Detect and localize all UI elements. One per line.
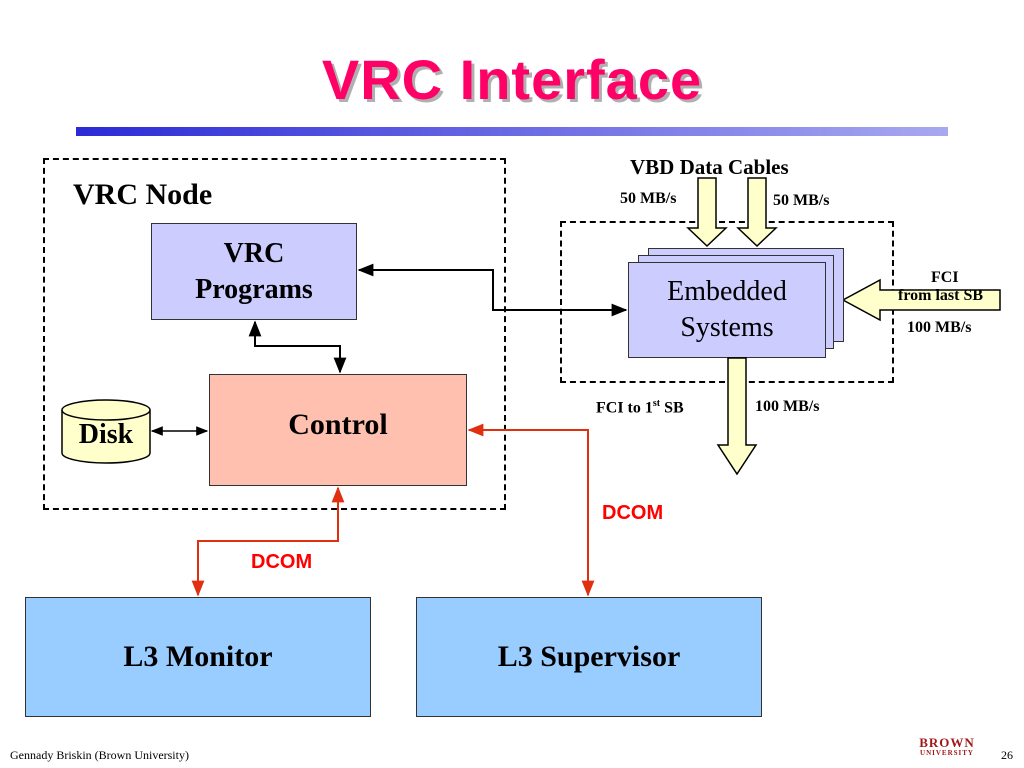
fci-out-label: FCI to 1st SB	[596, 398, 684, 417]
slide-title: VRC Interface	[321, 48, 703, 111]
l3-supervisor-label: L3 Supervisor	[497, 640, 681, 673]
control-label: Control	[288, 408, 388, 441]
title-underline	[76, 127, 948, 136]
vrc-programs-line2: Programs	[195, 273, 313, 305]
l3-monitor-box: L3 Monitor	[25, 597, 371, 717]
fci-out-sup: st	[652, 398, 661, 409]
control-box: Control	[209, 374, 467, 486]
fci-input-arrow	[841, 278, 1001, 322]
fci-out-suffix: SB	[660, 399, 684, 417]
disk-label: Disk	[78, 419, 134, 450]
fci-in-label-line1: FCI	[931, 269, 959, 286]
logo-text-bottom: UNIVERSITY	[920, 749, 974, 757]
vbd-input-arrow-left	[686, 177, 728, 248]
fci-in-rate: 100 MB/s	[907, 319, 972, 336]
embedded-systems-box: Embedded Systems	[628, 262, 826, 358]
vbd-rate-right: 50 MB/s	[773, 192, 830, 209]
fci-out-rate: 100 MB/s	[755, 398, 820, 415]
logo-text-top: BROWN	[919, 735, 975, 750]
l3-monitor-label: L3 Monitor	[123, 640, 273, 673]
slide-footer: Gennady Briskin (Brown University)	[10, 748, 189, 762]
disk-icon	[61, 399, 151, 464]
fci-out-prefix: FCI to 1	[596, 399, 653, 417]
embedded-systems-line1: Embedded	[667, 276, 787, 307]
fci-output-arrow	[716, 357, 758, 476]
embedded-systems-line2: Systems	[680, 312, 774, 343]
fci-in-label-line2: from last SB	[898, 287, 984, 304]
vbd-cables-label: VBD Data Cables	[630, 155, 789, 179]
vrc-node-label: VRC Node	[73, 178, 213, 211]
programs-embedded-link	[357, 263, 628, 317]
page-number: 26	[1001, 748, 1013, 762]
vrc-programs-line1: VRC	[223, 237, 285, 269]
dcom-supervisor-link	[467, 423, 595, 597]
dcom-label-supervisor: DCOM	[602, 502, 664, 524]
programs-control-link	[248, 320, 347, 374]
vrc-programs-box: VRC Programs	[151, 223, 357, 320]
brown-university-logo: BROWN UNIVERSITY	[914, 736, 980, 760]
dcom-label-monitor: DCOM	[251, 551, 313, 573]
vbd-input-arrow-right	[736, 177, 778, 248]
vbd-rate-left: 50 MB/s	[620, 190, 677, 207]
l3-supervisor-box: L3 Supervisor	[416, 597, 762, 717]
dcom-monitor-link	[191, 486, 345, 597]
